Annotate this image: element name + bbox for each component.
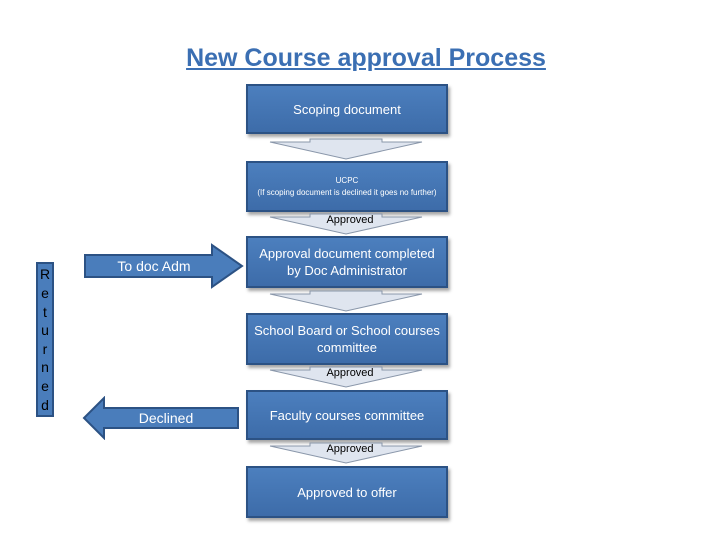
page-title: New Course approval Process bbox=[186, 44, 546, 72]
down-arrow-2 bbox=[269, 213, 423, 235]
approval-document-box: Approval document completed by Doc Admin… bbox=[246, 236, 448, 288]
declined-arrow bbox=[82, 396, 239, 440]
approved-label-2: Approved bbox=[326, 367, 374, 379]
to-doc-adm-label: To doc Adm bbox=[117, 258, 191, 274]
approved-to-offer-box: Approved to offer bbox=[246, 466, 448, 518]
down-arrow-5 bbox=[269, 442, 423, 464]
ucpc-note: (If scoping document is declined it goes… bbox=[257, 187, 437, 197]
returned-letter: R bbox=[39, 266, 51, 283]
returned-letter: u bbox=[41, 322, 49, 339]
returned-letter: n bbox=[41, 359, 49, 376]
scoping-document-label: Scoping document bbox=[293, 101, 401, 117]
ucpc-title: UCPC bbox=[335, 175, 359, 185]
school-board-box: School Board or School courses committee bbox=[246, 313, 448, 365]
down-arrow-1 bbox=[269, 138, 423, 160]
faculty-committee-label: Faculty courses committee bbox=[269, 407, 425, 423]
down-arrow-3 bbox=[269, 290, 423, 312]
approval-document-label: Approval document completed by Doc Admin… bbox=[259, 246, 435, 278]
to-doc-adm-arrow bbox=[84, 243, 244, 289]
declined-label: Declined bbox=[138, 410, 194, 426]
returned-letter: d bbox=[41, 396, 49, 413]
approved-label-1: Approved bbox=[326, 214, 374, 226]
returned-letter: r bbox=[42, 340, 48, 357]
approved-to-offer-label: Approved to offer bbox=[297, 484, 397, 500]
approved-label-3: Approved bbox=[326, 443, 374, 455]
ucpc-box: UCPC (If scoping document is declined it… bbox=[246, 161, 448, 212]
returned-letter: e bbox=[41, 284, 49, 301]
returned-bar: R e t u r n e d bbox=[36, 262, 54, 417]
down-arrow-4 bbox=[269, 366, 423, 388]
scoping-document-box: Scoping document bbox=[246, 84, 448, 134]
school-board-label: School Board or School courses committee bbox=[254, 323, 440, 355]
returned-letter: t bbox=[43, 303, 47, 320]
returned-letter: e bbox=[41, 378, 49, 395]
faculty-committee-box: Faculty courses committee bbox=[246, 390, 448, 440]
